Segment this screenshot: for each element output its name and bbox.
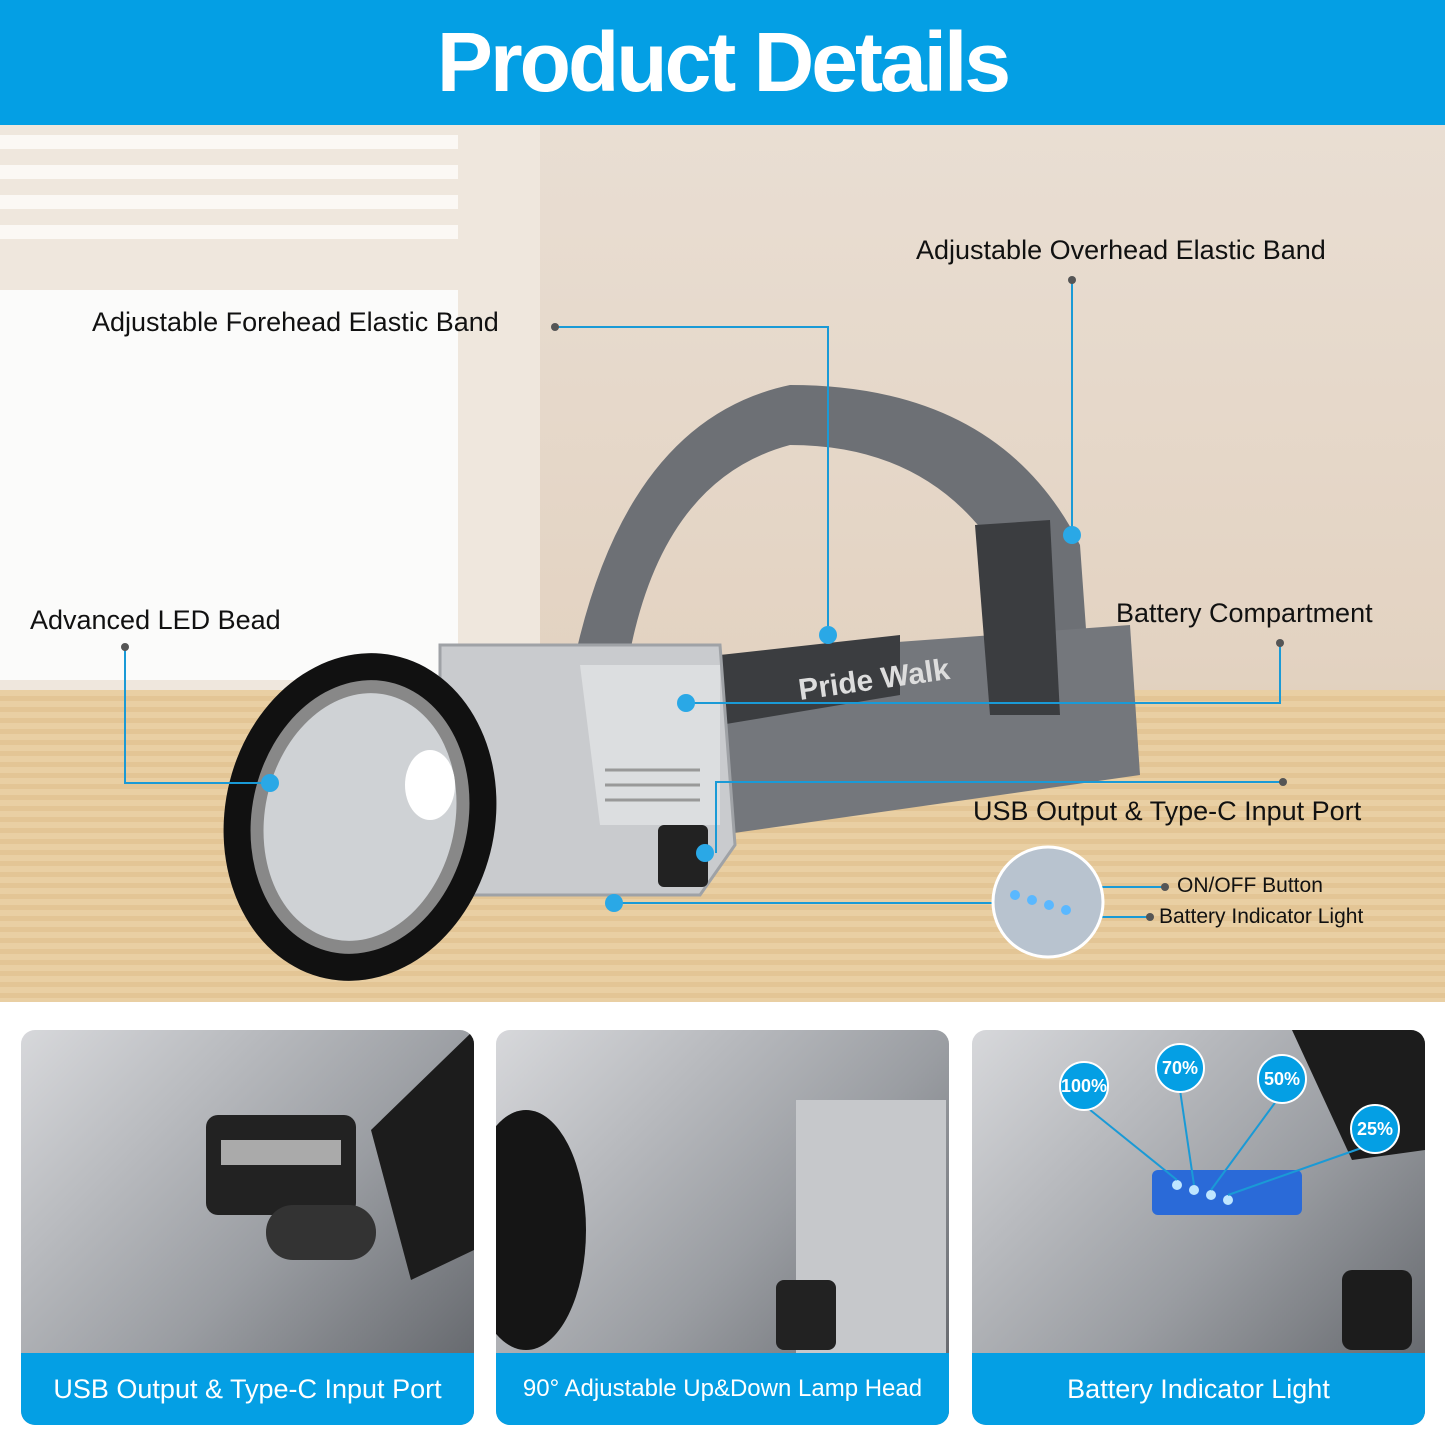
- label-usb-port: USB Output & Type-C Input Port: [973, 796, 1362, 826]
- usb-port-photo: [206, 1030, 474, 1280]
- panel-usb-port: USB Output & Type-C Input Port: [21, 1030, 474, 1425]
- badge-100: 100%: [1059, 1061, 1109, 1111]
- label-led-bead: Advanced LED Bead: [30, 605, 281, 635]
- badge-70: 70%: [1155, 1043, 1205, 1093]
- label-battery-indicator: Battery Indicator Light: [1159, 905, 1364, 928]
- page-title: Product Details: [436, 15, 1011, 109]
- caption-usb-port: USB Output & Type-C Input Port: [21, 1353, 474, 1425]
- badge-25: 25%: [1350, 1104, 1400, 1154]
- label-on-off-button: ON/OFF Button: [1177, 874, 1323, 897]
- badge-50: 50%: [1257, 1054, 1307, 1104]
- label-forehead-band: Adjustable Forehead Elastic Band: [92, 307, 499, 337]
- caption-battery-indicator: Battery Indicator Light: [972, 1353, 1425, 1425]
- caption-lamp-head: 90° Adjustable Up&Down Lamp Head: [496, 1353, 949, 1425]
- panel-battery-indicator: 100% 70% 50% 25% Battery Indicator Light: [972, 1030, 1425, 1425]
- header-banner: Product Details: [0, 0, 1445, 125]
- callout-lines: [121, 276, 1287, 959]
- label-overhead-band: Adjustable Overhead Elastic Band: [916, 235, 1326, 265]
- label-battery-compartment: Battery Compartment: [1116, 598, 1373, 628]
- lamp-head-photo: [496, 1100, 946, 1360]
- panel-lamp-head: 90° Adjustable Up&Down Lamp Head: [496, 1030, 949, 1425]
- window-background: [0, 125, 540, 695]
- product-hero-image: Pride Walk Adjustable Forehead Elastic B…: [0, 125, 1445, 1002]
